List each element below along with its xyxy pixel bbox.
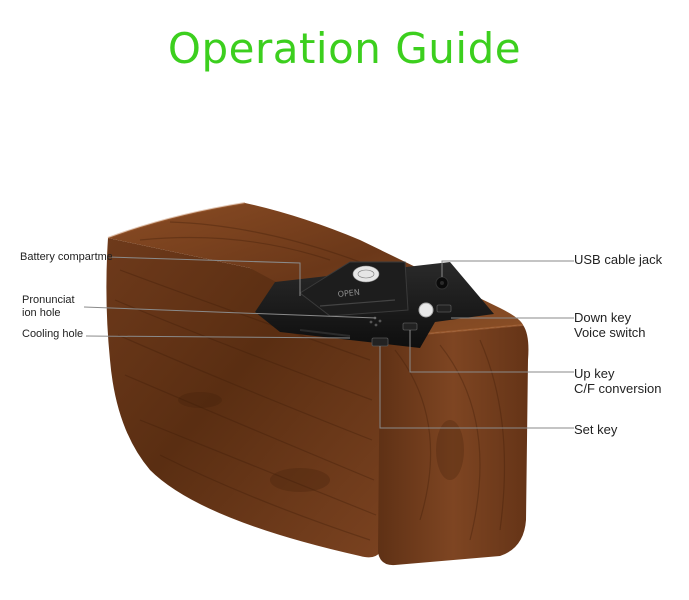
page-title: Operation Guide — [167, 24, 522, 73]
panel-open-marking: OPEN — [337, 288, 360, 299]
wooden-clock-body — [106, 202, 529, 566]
set-key-label: Set key — [574, 422, 618, 437]
pronunciation-hole-label: Pronunciat ion hole — [22, 294, 75, 319]
battery-cover-icon — [299, 261, 409, 317]
logo-sticker-icon — [352, 265, 380, 283]
battery-compartment-label: Battery compartment — [20, 251, 112, 263]
cooling-hole-label: Cooling hole — [22, 328, 84, 340]
usb-jack-icon — [435, 276, 449, 290]
cooling-hole-icon — [299, 329, 351, 337]
white-round-button-icon — [418, 302, 434, 318]
down-key-icon — [436, 304, 452, 313]
down-key-label: Down key Voice switch — [574, 310, 646, 340]
usb-cable-jack-label: USB cable jack — [574, 252, 663, 267]
set-key-icon — [371, 337, 389, 347]
up-key-label: Up key C/F conversion — [574, 366, 662, 396]
up-key-icon — [402, 322, 418, 331]
leader-lines — [83, 256, 574, 429]
control-panel: OPEN — [255, 261, 494, 348]
